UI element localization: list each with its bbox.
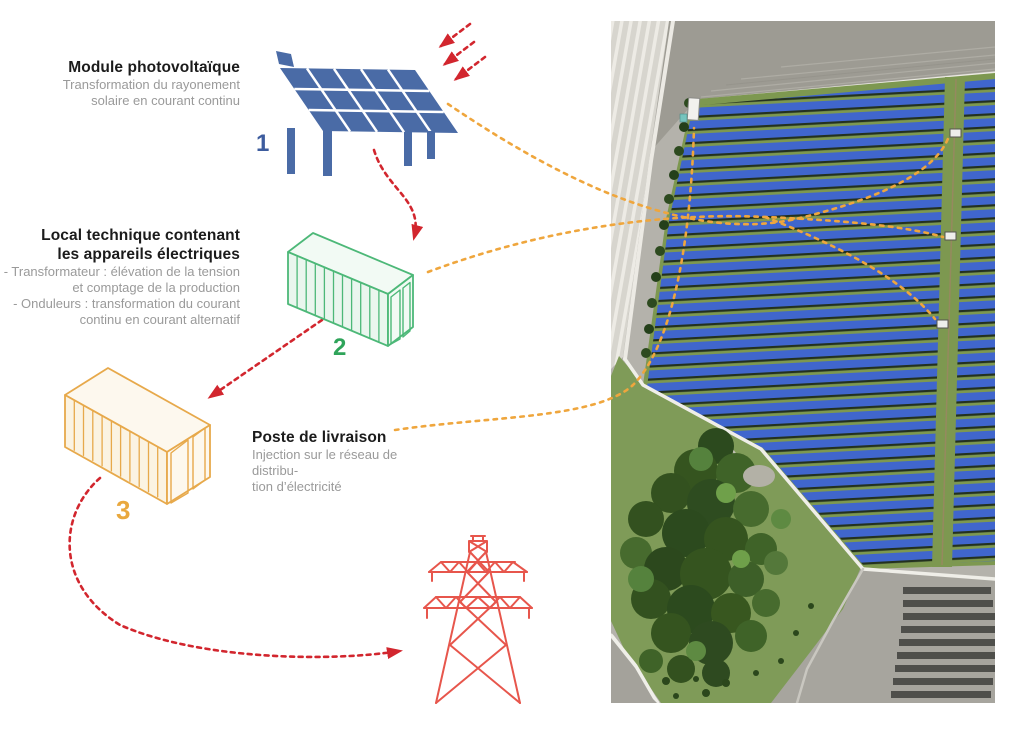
- step-3-desc-line: Injection sur le réseau de distribu-: [252, 447, 398, 478]
- plowed-field: [651, 21, 995, 151]
- flow-arrow-1-2: [372, 148, 424, 241]
- step-2-number: 2: [333, 334, 347, 361]
- aerial-photo: [611, 21, 995, 703]
- step-3-number: 3: [116, 495, 131, 525]
- step-2-desc-line: - Onduleurs : transformation du courant: [13, 296, 240, 311]
- sun-rays-arrows: [438, 22, 487, 81]
- dark-panel-rows-south: [891, 587, 995, 698]
- step-1-desc-line: Transformation du rayonement: [62, 77, 240, 92]
- step-3-title: Poste de livraison: [252, 429, 387, 446]
- road-verge: [611, 638, 657, 703]
- step-2-desc-line: - Transformateur : élévation de la tensi…: [3, 264, 240, 279]
- step-1-number: 1: [256, 130, 270, 157]
- delivery-container-icon: [64, 367, 211, 505]
- step-2-title: Local technique contenant: [41, 227, 240, 244]
- forest: [620, 428, 814, 699]
- flow-arrows: [68, 22, 487, 659]
- step-1-title: Module photovoltaïque: [68, 59, 240, 76]
- transmission-pylon-icon: [423, 535, 533, 704]
- step-2-desc-line: et comptage de la production: [72, 280, 240, 295]
- step-2-desc-line: continu en courant alternatif: [79, 312, 240, 327]
- technical-container-icon: [287, 232, 414, 347]
- step-2-text: Local technique contenant les appareils …: [0, 226, 240, 328]
- flow-arrow-2-3: [207, 318, 324, 399]
- step-3-text: Poste de livraison Injection sur le rése…: [252, 428, 437, 495]
- step-1-desc-line: solaire en courant continu: [91, 93, 240, 108]
- step-3-desc-line: tion d’électricité: [252, 479, 342, 494]
- step-1-text: Module photovoltaïque Transformation du …: [0, 58, 240, 109]
- solar-panel-icon: [276, 51, 458, 176]
- aerial-photo-image: [611, 21, 995, 703]
- step-2-title: les appareils électriques: [57, 246, 240, 263]
